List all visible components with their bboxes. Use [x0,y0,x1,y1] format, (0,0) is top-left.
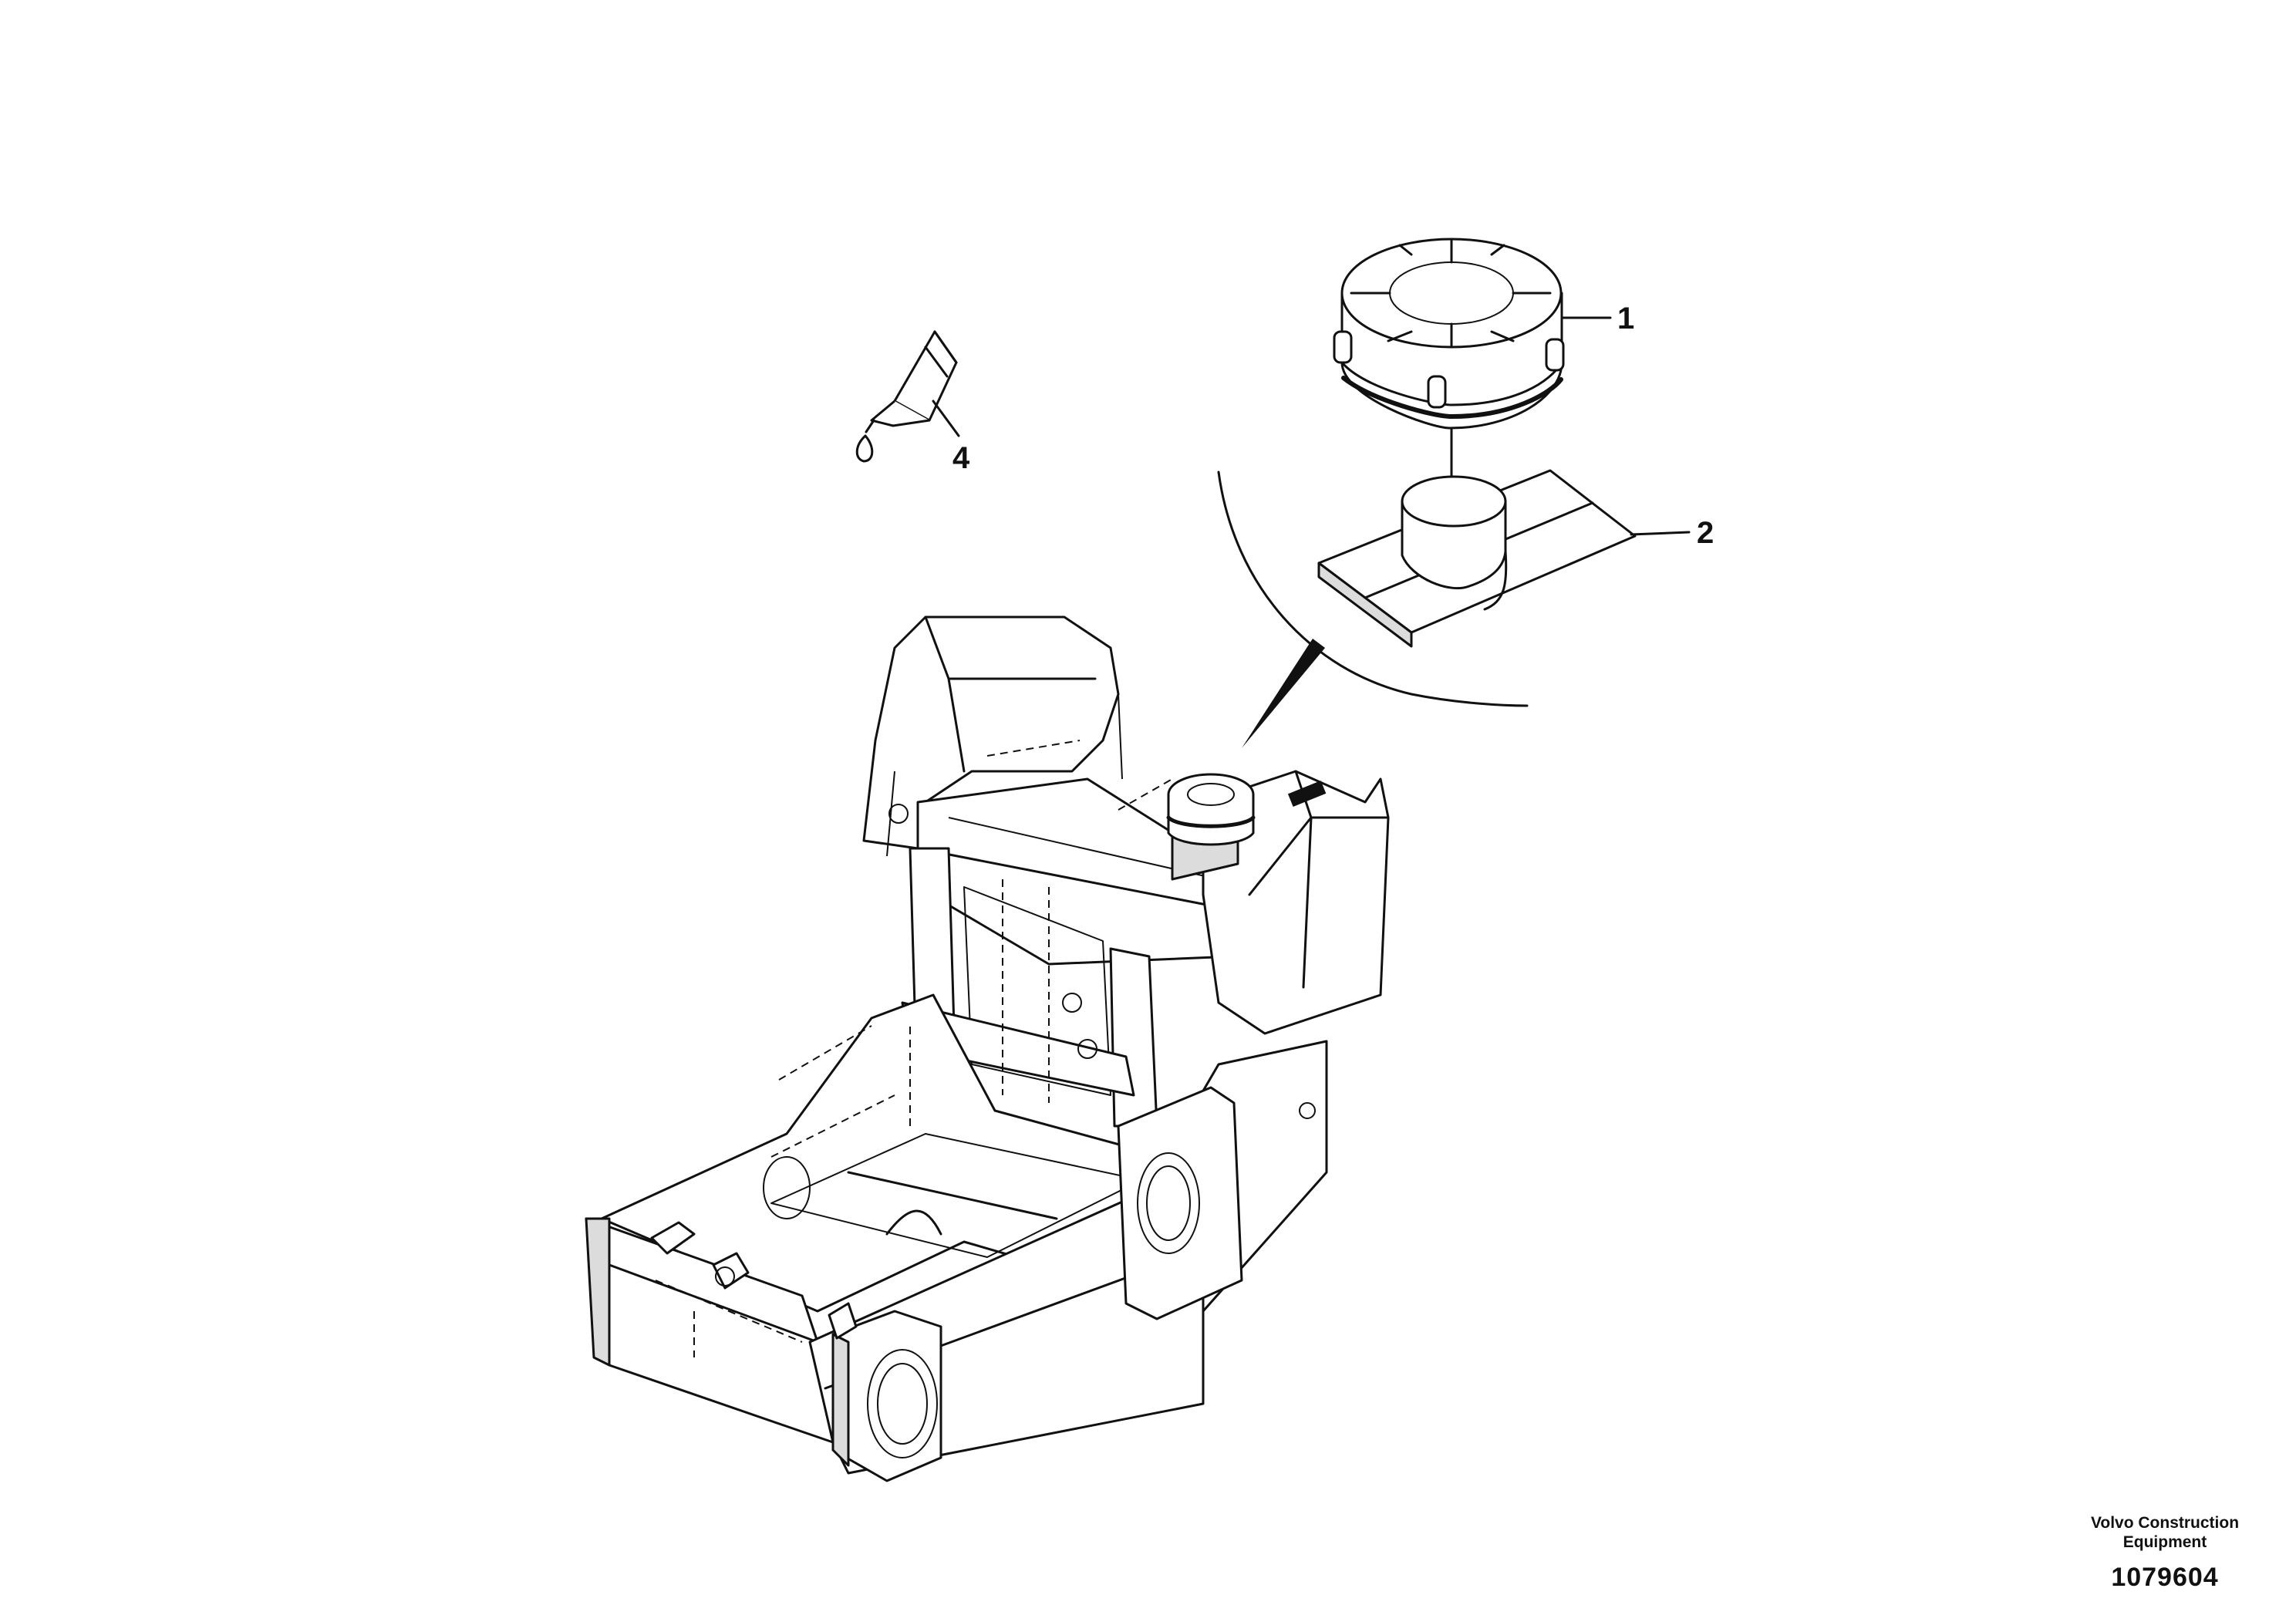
sealant-tube-icon [855,330,958,463]
air-filter-cap-icon [1333,238,1565,430]
callout-label-1: 1 [1617,302,1634,336]
machine-frame-icon [585,615,1390,1482]
callout-label-4: 4 [952,441,970,475]
brand-name-line1: Volvo Construction [2090,1514,2240,1532]
leader-line-4 [932,400,960,437]
detail-circle-arc [1217,470,1529,707]
detail-pointer-arrow [1242,639,1325,748]
document-number: 1079604 [2111,1563,2219,1592]
filler-neck-pad-icon [1317,469,1637,648]
cap-ribs [1350,239,1552,349]
document-footer: Volvo Construction Equipment 1079604 [2065,1513,2265,1593]
callout-label-2: 2 [1697,516,1714,550]
leader-line-2 [1630,531,1691,536]
brand-name-line2: Equipment [2122,1533,2207,1551]
